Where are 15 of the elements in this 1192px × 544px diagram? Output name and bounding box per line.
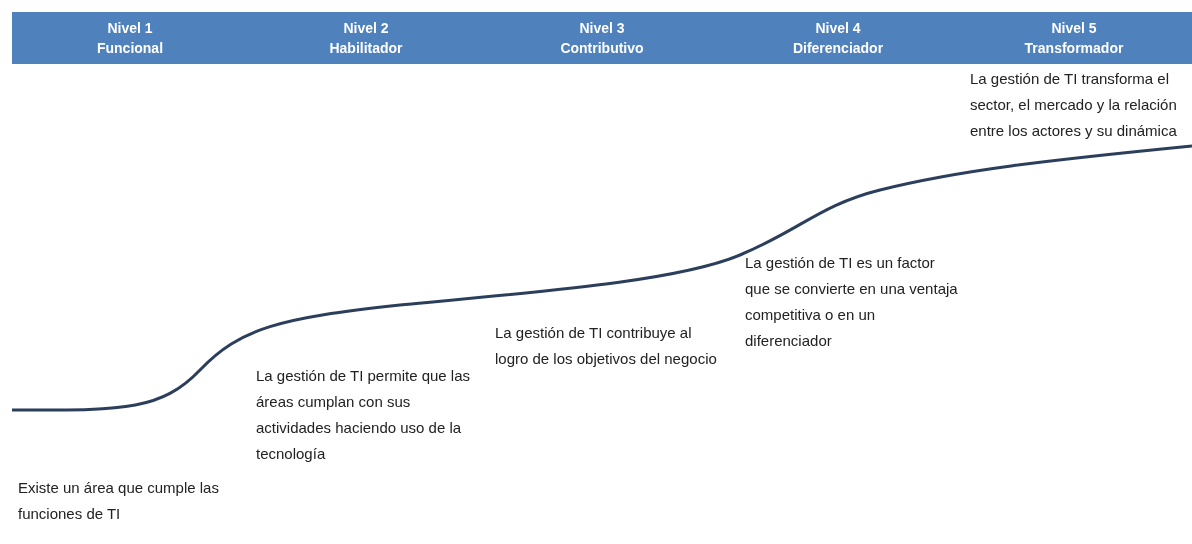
level-title: Nivel 1	[107, 19, 153, 38]
level-title: Diferenciador	[792, 39, 884, 58]
level-description: La gestión de TI contribuye al logro de los objetivos del negocio	[495, 323, 718, 369]
level-title: Contributivo	[560, 39, 644, 58]
level-description: Existe un área que cumple las funciones de TI	[18, 478, 220, 524]
level-description: La gestión de TI transforma el sector, el mercado y la relación entre los actores y su dinámica	[970, 69, 1178, 141]
level-title: Transformador	[1024, 39, 1124, 58]
level-title: Nivel 3	[579, 19, 625, 38]
level-description: La gestión de TI es un factor que se convierte en una ventaja competitiva o en un diferenciador	[745, 253, 959, 351]
level-description: La gestión de TI permite que las áreas cumplan con sus actividades haciendo uso de la tecnología	[256, 366, 472, 464]
level-title: Funcional	[96, 39, 164, 58]
level-title: Habilitador	[329, 39, 403, 58]
level-title: Nivel 5	[1051, 19, 1097, 38]
level-title: Nivel 2	[343, 19, 389, 38]
level-title: Nivel 4	[815, 19, 861, 38]
